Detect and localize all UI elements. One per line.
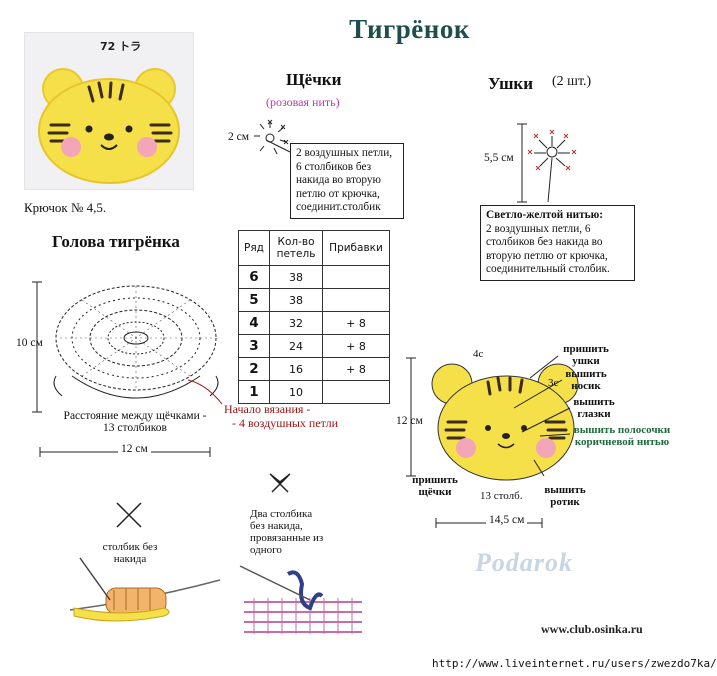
- assembly-pointer-lines: [513, 355, 571, 477]
- stitch-count: 16: [269, 357, 323, 381]
- cheeks-heading: Щёчки: [286, 70, 342, 89]
- cheeks-instructions: 2 воздушных петли, 6 столбиков без накид…: [290, 143, 404, 219]
- stitch-count: 24: [269, 334, 323, 358]
- sew-mouth-label: вышить ротик: [544, 484, 586, 508]
- cheeks-pointer-line: [265, 139, 291, 153]
- increase: + 8: [322, 334, 390, 358]
- x-stitch-icon: [116, 502, 142, 528]
- assembly-height: 12 см: [396, 415, 423, 427]
- sew-eyes-label: вышить глазки: [573, 396, 615, 420]
- ears-count: (2 шт.): [552, 74, 592, 89]
- increase: + 8: [322, 311, 390, 335]
- stitch-count: 38: [269, 265, 323, 289]
- two-together-label: Два столбика без накида, провязанные из …: [250, 508, 324, 556]
- increase: + 8: [322, 357, 390, 381]
- assembled-tiger-drawing: [431, 363, 579, 481]
- two-together-illustration: [239, 565, 362, 634]
- sew-cheeks-label: пришить щёчки: [412, 474, 458, 498]
- small-ear-measure-1: 4с: [473, 348, 484, 360]
- sew-nose-label: вышить носик: [565, 368, 607, 392]
- stripes-label: вышить полосочки коричневой нитью: [573, 424, 671, 448]
- header-count: Кол-во петель: [269, 230, 323, 266]
- hook-size: Крючок № 4,5.: [24, 200, 107, 215]
- head-height: 10 см: [16, 337, 43, 349]
- tiger-photo-drawing: [38, 68, 180, 184]
- head-width: 12 см: [118, 443, 151, 455]
- increase: [322, 288, 390, 312]
- table-row: 5 38: [238, 288, 390, 312]
- table-row: 3 24 + 8: [238, 334, 390, 358]
- ears-diagram: [517, 123, 577, 203]
- rows-table: Ряд Кол-во петель Прибавки 6 38 5 38 4 3…: [238, 230, 390, 404]
- single-crochet-label: столбик без накида: [102, 541, 158, 565]
- ears-heading: Ушки: [488, 74, 534, 93]
- row-number: 3: [238, 334, 270, 358]
- source-url[interactable]: http://www.liveinternet.ru/users/zwezdo7…: [432, 657, 717, 670]
- head-height-line: [32, 281, 42, 413]
- row-number: 4: [238, 311, 270, 335]
- row-number: 6: [238, 265, 270, 289]
- cheeks-size: 2 см: [228, 131, 250, 143]
- small-ear-measure-2: 3с: [548, 377, 559, 389]
- tiger-photo: [24, 32, 194, 190]
- increase: [322, 380, 390, 404]
- podarok-watermark: Podarok: [475, 548, 573, 577]
- header-row: Ряд: [238, 230, 270, 266]
- stitch-count: 38: [269, 288, 323, 312]
- header-adds: Прибавки: [322, 230, 390, 266]
- table-row: 4 32 + 8: [238, 311, 390, 335]
- row-number: 2: [238, 357, 270, 381]
- start-note-line-2: - 4 воздушных петли: [232, 416, 339, 430]
- cheeks-color-note: (розовая нить): [266, 95, 340, 109]
- ears-size: 5,5 см: [484, 152, 514, 164]
- table-row: 6 38: [238, 265, 390, 289]
- ears-instructions: Светло-желтой нитью: 2 воздушных петли, …: [480, 205, 635, 281]
- stitch-count-label: 13 столб.: [480, 490, 523, 502]
- cheek-distance-note: Расстояние между щёчками - 13 столбиков: [63, 410, 207, 434]
- assembly-height-line: [406, 357, 416, 477]
- stitch-count: 10: [269, 380, 323, 404]
- photo-label: 72 トラ: [100, 40, 142, 53]
- head-diagram: [53, 285, 219, 399]
- start-note: Начало вязания - - 4 воздушных петли: [222, 402, 338, 430]
- ears-yarn-note: Светло-желтой нитью:: [486, 209, 604, 221]
- sew-ears-label: пришить ушки: [563, 343, 609, 367]
- row-number: 1: [238, 380, 270, 404]
- assembly-width: 14,5 см: [486, 514, 528, 526]
- single-crochet-illustration: [69, 557, 221, 622]
- head-heading: Голова тигрёнка: [52, 232, 180, 251]
- page-title: Тигрёнок: [349, 14, 470, 44]
- table-row: 1 10: [238, 380, 390, 404]
- start-note-line-1: Начало вязания -: [224, 402, 311, 416]
- site-credit[interactable]: www.club.osinka.ru: [541, 622, 643, 636]
- start-pointer-line: [187, 379, 223, 405]
- ears-instructions-text: 2 воздушных петли, 6 столбиков без накид…: [486, 222, 610, 276]
- table-header-row: Ряд Кол-во петель Прибавки: [238, 230, 390, 266]
- two-together-icon: [269, 473, 291, 493]
- table-row: 2 16 + 8: [238, 357, 390, 381]
- stitch-count: 32: [269, 311, 323, 335]
- increase: [322, 265, 390, 289]
- row-number: 5: [238, 288, 270, 312]
